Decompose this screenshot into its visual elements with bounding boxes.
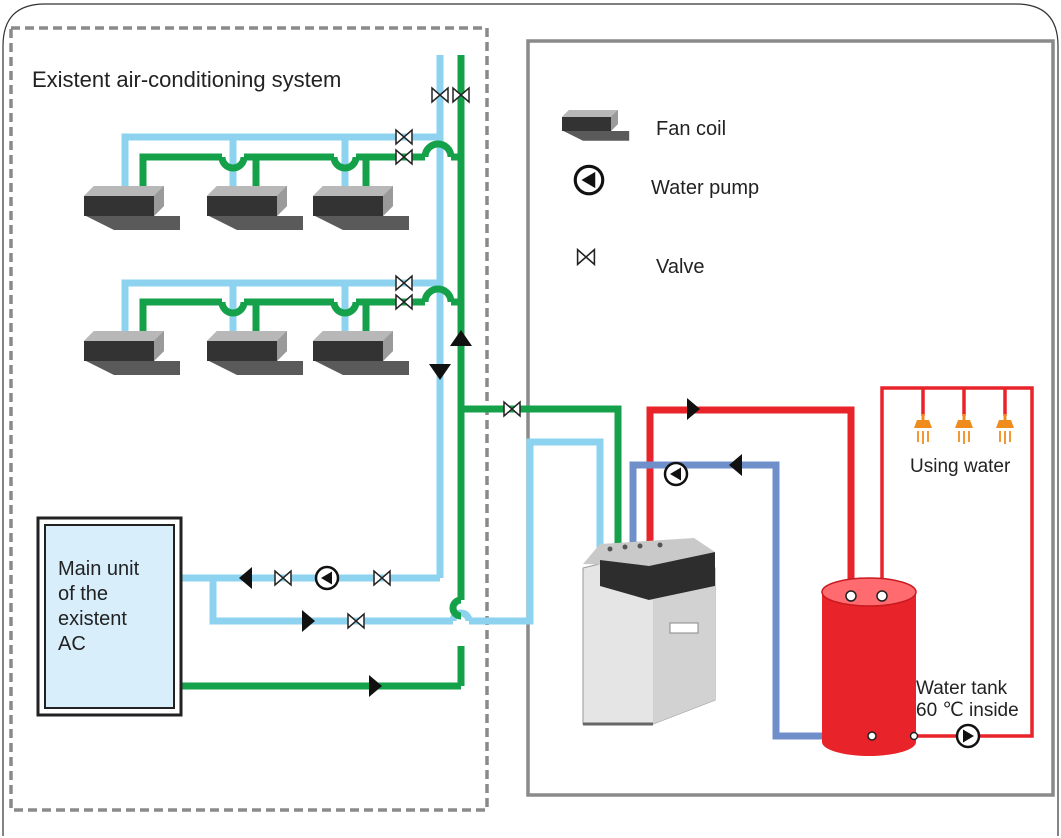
legend: Fan coil Water pump Valve — [562, 110, 759, 278]
tank-label-line-2: 60 ℃ inside — [916, 700, 1019, 721]
water-tank — [821, 577, 919, 756]
main-unit-line-2: of the — [58, 583, 108, 605]
legend-valve-label: Valve — [656, 256, 705, 278]
system-title: Existent air-conditioning system — [32, 67, 341, 92]
main-unit-line-1: Main unit — [58, 558, 140, 580]
main-unit-line-3: existent — [58, 608, 127, 630]
tank-label-line-1: Water tank — [916, 678, 1008, 699]
legend-water-pump-icon — [573, 164, 605, 196]
legend-water-pump-label: Water pump — [651, 177, 759, 199]
existent-system-box — [9, 26, 489, 812]
green-pipes — [139, 55, 622, 690]
legend-fan-coil-label: Fan coil — [656, 118, 726, 140]
dark-blue-pipes — [629, 461, 830, 740]
red-pipes — [646, 406, 855, 595]
light-blue-pipes — [121, 55, 604, 625]
legend-valve-icon — [576, 248, 596, 266]
valve-icon — [274, 87, 521, 629]
flow-arrow-icon — [239, 330, 742, 697]
heat-pump-unit — [582, 538, 716, 726]
using-water-label: Using water — [910, 456, 1011, 477]
outer-frame — [2, 3, 1059, 836]
new-system-box — [526, 39, 1055, 797]
main-unit-box: Main unit of the existent AC — [36, 516, 183, 717]
shower-icon — [913, 413, 1015, 445]
main-unit-line-4: AC — [58, 633, 86, 655]
red-thin-loop — [880, 386, 1034, 738]
legend-fan-coil-icon — [562, 110, 630, 141]
